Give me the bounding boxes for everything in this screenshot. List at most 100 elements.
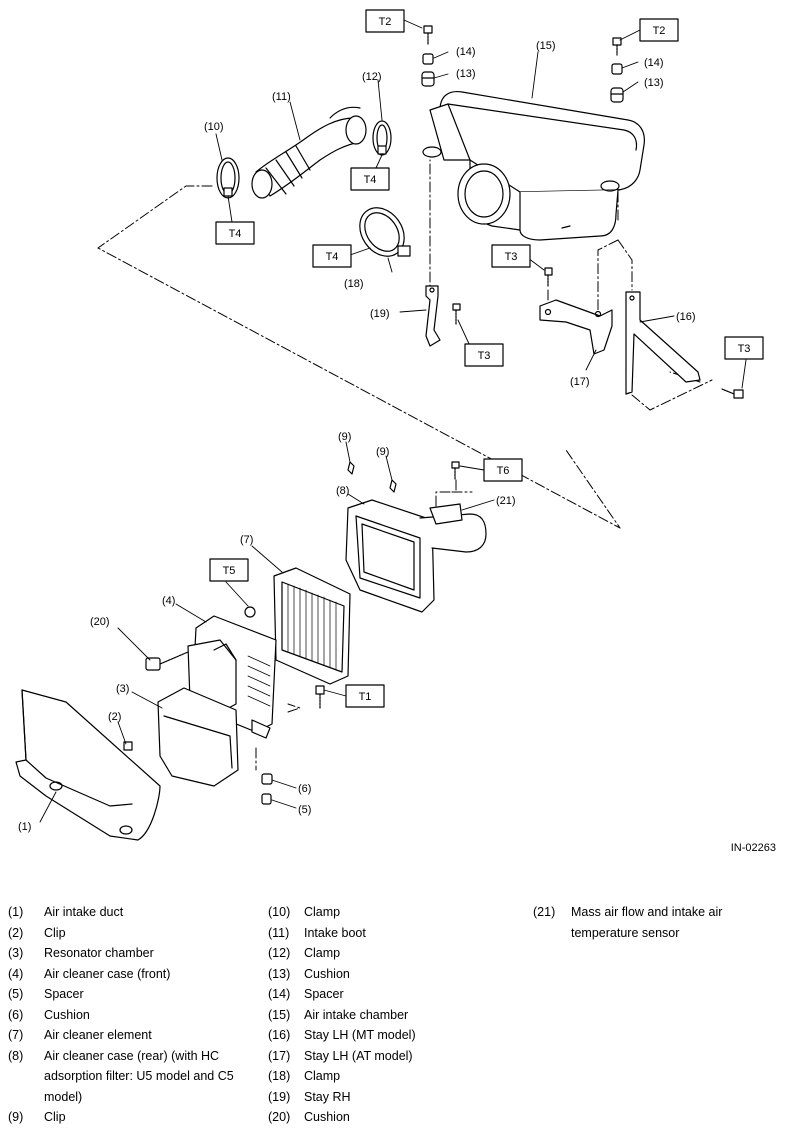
- legend-item-label: Air intake chamber: [304, 1007, 409, 1022]
- legend-item-number: (3): [8, 946, 24, 960]
- svg-text:T3: T3: [505, 251, 518, 263]
- legend-item-label: Spacer: [44, 987, 84, 1001]
- callout-14b: (14): [644, 57, 664, 69]
- legend-column-3: (21)Mass air flow and intake air tempera…: [533, 902, 783, 943]
- svg-text:T4: T4: [326, 251, 339, 263]
- cushion-20: [145, 651, 189, 671]
- legend-item: (13) Cushion: [268, 964, 488, 985]
- callout-21: (21): [496, 495, 516, 507]
- callout-20: (20): [90, 616, 110, 628]
- torque-tag-t2-right: T2: [639, 18, 679, 42]
- legend-item-label: Clamp: [304, 905, 341, 919]
- stays: [425, 267, 744, 399]
- legend-item: (12) Clamp: [268, 943, 488, 964]
- callout-13a: (13): [456, 68, 476, 80]
- legend-item-label: Air cleaner case (front): [44, 966, 171, 981]
- legend-item-number: (12): [268, 946, 291, 960]
- callout-9a: (9): [338, 431, 351, 443]
- callout-1: (1): [18, 821, 31, 833]
- legend-item-label: Air intake duct: [44, 905, 124, 919]
- legend-item-number: (2): [8, 925, 24, 940]
- torque-tag-t1: T1: [345, 684, 385, 708]
- legend-item-number: (9): [8, 1110, 24, 1124]
- legend-item-label: Stay RH: [304, 1089, 351, 1104]
- callout-4: (4): [162, 595, 175, 607]
- torque-tag-t4-clamp12: T4: [350, 167, 390, 191]
- legend-item: (4) Air cleaner case (front): [8, 964, 248, 985]
- legend-item: (15)Air intake chamber: [268, 1005, 488, 1026]
- svg-text:T3: T3: [478, 350, 491, 362]
- legend-item: (19) Stay RH: [268, 1087, 488, 1108]
- legend-item-label: Cushion: [304, 1110, 350, 1124]
- callout-10: (10): [204, 121, 224, 133]
- torque-tag-t4-clamp18: T4: [312, 244, 352, 268]
- legend-item-label: Clamp: [304, 1069, 341, 1083]
- legend-item-number: (18): [268, 1069, 291, 1083]
- callout-2: (2): [108, 711, 121, 723]
- legend-item-number: (17): [268, 1048, 291, 1063]
- legend-item: (16) Stay LH (MT model): [268, 1025, 488, 1046]
- torque-tag-t5: T5: [209, 558, 249, 582]
- legend-item-number: (1): [8, 905, 24, 919]
- legend-column-1: (1) Air intake duct (2) Clip (3) Resonator ch…: [8, 902, 248, 1128]
- clips-and-screw: [347, 461, 460, 493]
- callout-16: (16): [676, 311, 696, 323]
- legend-item-label: Spacer: [304, 987, 344, 1001]
- legend-item-number: (6): [8, 1007, 24, 1022]
- callout-12: (12): [362, 71, 382, 83]
- legend-item-label: Resonator chamber: [44, 946, 154, 960]
- legend-item-label: Clip: [44, 1110, 66, 1124]
- legend-item: (17) Stay LH (AT model): [268, 1046, 488, 1067]
- legend-item: (5)Spacer: [8, 984, 248, 1005]
- air-cleaner-case-rear: [345, 499, 487, 613]
- legend-item-label: Clamp: [304, 946, 341, 960]
- legend-item-label: Intake boot: [304, 925, 366, 940]
- small-fasteners: [123, 685, 325, 805]
- legend-item: (8)Air cleaner case (rear) (with HC adso…: [8, 1046, 248, 1108]
- legend-item-label: Air cleaner case (rear) (with HC adsorpt…: [44, 1048, 234, 1104]
- part-callouts: (14) (13) (15) (14) (13) (12) (11) (10) …: [18, 40, 696, 833]
- legend-item-label: Mass air flow and intake air temperature…: [571, 905, 723, 940]
- legend-item-number: (16): [268, 1028, 291, 1042]
- legend-item: (3) Resonator chamber: [8, 943, 248, 964]
- leader-lines: [39, 19, 747, 823]
- legend-item: (1) Air intake duct: [8, 902, 248, 923]
- torque-tag-t3-lower: T3: [464, 343, 504, 367]
- legend-item-number: (14): [268, 987, 291, 1001]
- legend-item-number: (19): [268, 1089, 291, 1104]
- clamps: [216, 120, 411, 257]
- callout-13b: (13): [644, 77, 664, 89]
- air-intake-chamber: [422, 90, 645, 241]
- legend-item-label: Clip: [44, 925, 66, 940]
- torque-tag-t3-upper: T3: [491, 244, 531, 268]
- callout-3: (3): [116, 683, 129, 695]
- legend-item: (7)Air cleaner element: [8, 1025, 248, 1046]
- legend-item-label: Stay LH (MT model): [304, 1028, 416, 1042]
- callout-15: (15): [536, 40, 556, 52]
- svg-text:T2: T2: [379, 16, 392, 28]
- svg-text:T4: T4: [229, 228, 242, 240]
- callout-9b: (9): [376, 446, 389, 458]
- legend-item: (20)Cushion: [268, 1107, 488, 1128]
- legend-item-label: Cushion: [304, 966, 350, 981]
- callout-11: (11): [272, 91, 291, 103]
- legend-column-2: (10)Clamp(11)Intake boot(12)Clamp(13)Cus…: [268, 902, 488, 1128]
- torque-tag-t2-left: T2: [365, 9, 405, 33]
- legend-item-label: Cushion: [44, 1007, 90, 1022]
- callout-14a: (14): [456, 46, 476, 58]
- torque-tag-t4-clamp10: T4: [215, 221, 255, 245]
- air-cleaner-element: [273, 567, 351, 685]
- legend-item-number: (4): [8, 966, 24, 981]
- callout-17: (17): [570, 376, 590, 388]
- chamber-fasteners: [421, 25, 624, 103]
- svg-text:T4: T4: [364, 174, 377, 186]
- torque-tag-t6: T6: [483, 458, 523, 482]
- callout-7: (7): [240, 534, 253, 546]
- callout-19: (19): [370, 308, 390, 320]
- legend-item-label: Stay LH (AT model): [304, 1048, 413, 1063]
- resonator-chamber: [157, 687, 239, 787]
- legend-item-number: (13): [268, 966, 291, 981]
- callout-18: (18): [344, 278, 364, 290]
- legend-item: (2) Clip: [8, 923, 248, 944]
- legend-item: (9) Clip: [8, 1107, 248, 1128]
